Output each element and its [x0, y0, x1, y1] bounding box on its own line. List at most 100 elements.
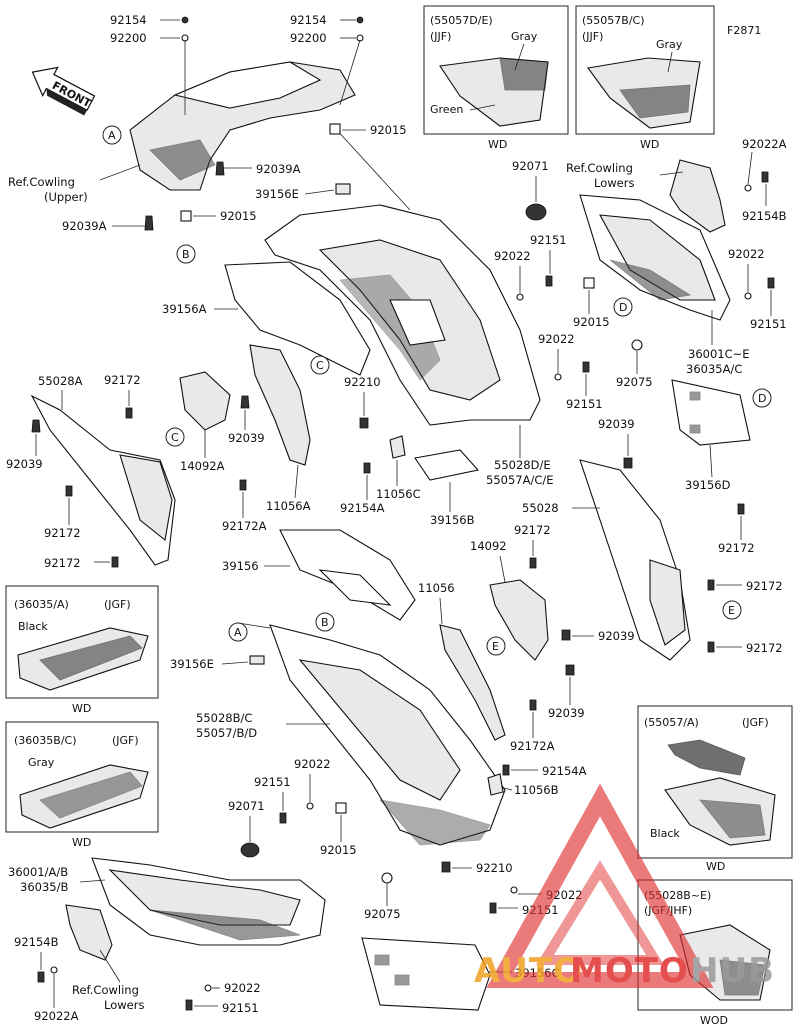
- variant-color: Gray: [28, 756, 55, 769]
- variant-color: Gray: [656, 38, 683, 51]
- svg-text:B: B: [321, 616, 329, 629]
- ref-cowling-lowers-bracket-lower: [65, 904, 113, 961]
- label: 55028D/E: [494, 458, 551, 472]
- label: 39156E: [170, 657, 214, 671]
- variant-market: WD: [72, 702, 91, 715]
- label: 92151: [750, 317, 787, 331]
- label: 92022: [728, 247, 765, 261]
- callout-e: E: [722, 600, 742, 620]
- label: 36001/A/B: [8, 865, 68, 879]
- label: 92154B: [14, 935, 59, 949]
- label: 92039: [228, 431, 265, 445]
- label: 92022: [294, 757, 331, 771]
- clip-11056b: [487, 773, 504, 796]
- watermark-logo: AUTO MOTO HUB: [474, 783, 775, 991]
- variant-code: (36035B/C): [14, 734, 77, 747]
- variant-region: (JGF): [104, 598, 131, 611]
- label: 36001C~E: [688, 347, 750, 361]
- label: Ref.Cowling: [72, 983, 139, 997]
- callout-d: D: [613, 297, 633, 317]
- lower-cowling-36001-part: [91, 857, 326, 946]
- label: 92151: [222, 1001, 259, 1015]
- label: 92022: [538, 332, 575, 346]
- svg-text:E: E: [728, 604, 735, 617]
- upper-cowling-part: [129, 16, 411, 211]
- ref-cowling-lowers-bracket: [669, 159, 726, 233]
- svg-text:A: A: [108, 129, 116, 142]
- label: 92015: [573, 315, 610, 329]
- label: 92039: [6, 457, 43, 471]
- label: Ref.Cowling: [8, 175, 75, 189]
- middle-cowling-part: [264, 204, 541, 426]
- label: 55057/B/D: [196, 726, 257, 740]
- callout-e: E: [486, 636, 506, 656]
- label: 92172: [746, 641, 783, 655]
- label: 11056: [418, 581, 455, 595]
- callout-d: D: [752, 388, 772, 408]
- bracket-11056: [439, 624, 506, 741]
- label: 39156D: [685, 478, 731, 492]
- watermark-part1: AUTO: [474, 951, 583, 991]
- label: 92071: [512, 159, 549, 173]
- label: 92172: [746, 579, 783, 593]
- variant-region: (JGF): [742, 716, 769, 729]
- label: 92015: [320, 843, 357, 857]
- watermark-part3: HUB: [690, 951, 775, 991]
- svg-text:D: D: [619, 301, 627, 314]
- label: 92151: [254, 775, 291, 789]
- label: 92039: [598, 629, 635, 643]
- callout-a: A: [228, 622, 248, 642]
- bracket-14092a: [179, 371, 231, 431]
- label: 92039A: [256, 162, 301, 176]
- variant-market: WD: [488, 138, 507, 151]
- label: 11056C: [376, 487, 421, 501]
- label: 92039: [598, 417, 635, 431]
- variant-region: (JGF): [112, 734, 139, 747]
- label: 11056B: [514, 783, 559, 797]
- label: 92075: [616, 375, 653, 389]
- label: 92200: [290, 31, 327, 45]
- bracket-11056a: [249, 344, 311, 466]
- variant-box-55057bc: (55057B/C) (JJF) Gray WD: [575, 5, 715, 151]
- variant-region: (JJF): [582, 30, 603, 43]
- svg-text:E: E: [492, 640, 499, 653]
- sheet-39156b: [414, 449, 480, 481]
- sheet-39156a: [224, 261, 371, 376]
- label: 92172A: [510, 739, 555, 753]
- label: 92210: [476, 861, 513, 875]
- front-arrow-icon: FRONT: [31, 66, 96, 116]
- label: 92154: [290, 13, 327, 27]
- label: 39156E: [255, 187, 299, 201]
- label: 36035/B: [20, 880, 68, 894]
- svg-text:C: C: [171, 431, 179, 444]
- label: 92172: [718, 541, 755, 555]
- variant-market: WD: [640, 138, 659, 151]
- variant-code: (36035/A): [14, 598, 69, 611]
- sheet-39156d: [671, 379, 751, 446]
- variant-market: WD: [706, 860, 725, 873]
- variant-color: Black: [650, 827, 680, 840]
- label: 92039: [548, 706, 585, 720]
- variant-box-55057de: (55057D/E) (JJF) Gray Green WD: [423, 5, 569, 151]
- label: 55057A/C/E: [486, 473, 554, 487]
- label: 36035A/C: [686, 362, 742, 376]
- variant-code: (55057D/E): [430, 14, 493, 27]
- svg-text:D: D: [758, 392, 766, 405]
- variant-code: (55057B/C): [582, 14, 645, 27]
- label: 14092: [470, 539, 507, 553]
- sheet-39156c: [361, 937, 491, 1011]
- variant-market: WOD: [700, 1014, 728, 1027]
- label: Lowers: [594, 176, 634, 190]
- label: 39156: [222, 559, 259, 573]
- variant-box-36035a: (36035/A) (JGF) Black WD: [5, 585, 159, 715]
- svg-text:B: B: [182, 248, 190, 261]
- callout-c: C: [165, 427, 185, 447]
- variant-color: Green: [430, 103, 463, 116]
- label: Ref.Cowling: [566, 161, 633, 175]
- watermark-part2: MOTO: [570, 951, 689, 991]
- label: 92172: [514, 523, 551, 537]
- label: 92075: [364, 907, 401, 921]
- variant-market: WD: [72, 836, 91, 849]
- label: 92022: [494, 249, 531, 263]
